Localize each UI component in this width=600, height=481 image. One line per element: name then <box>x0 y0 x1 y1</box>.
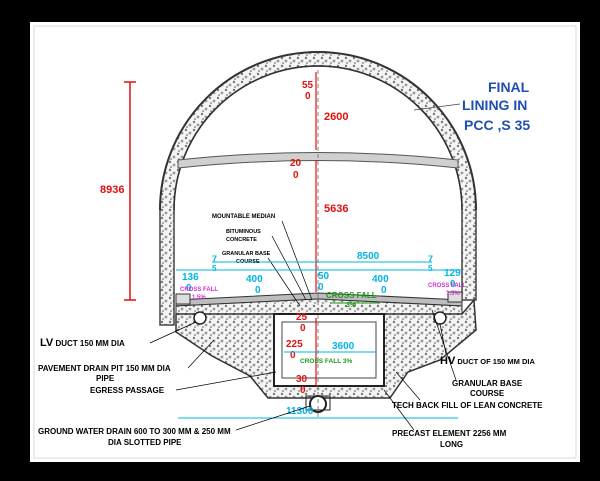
leader-egress <box>175 371 277 391</box>
final-lining-label-3: PCC ,S 35 <box>464 117 530 133</box>
dim-center-50: 50 <box>318 271 330 282</box>
dim-mid-20: 20 <box>290 158 302 169</box>
granular-base-layer <box>175 298 463 315</box>
leader-median <box>281 220 313 301</box>
dim-right-5: 5 <box>428 264 433 273</box>
label-pavement-drain-1: PAVEMENT DRAIN PIT 150 MM DIA <box>38 364 171 373</box>
label-pavement-drain-2: PIPE <box>96 374 115 383</box>
panel-frame <box>33 25 577 459</box>
egress-passage-inner <box>281 321 377 379</box>
dim-11300: 11300 <box>286 406 314 417</box>
left-kerb <box>175 293 191 305</box>
dim-3600: 3600 <box>332 341 355 352</box>
final-lining-label-2: LINING IN <box>462 97 527 113</box>
leader-granular-right <box>431 309 457 381</box>
label-granular-base-right-2: COURSE <box>470 389 505 398</box>
dim-right-129-0: 0 <box>450 279 456 290</box>
dim-center-50-0: 0 <box>318 282 324 293</box>
leader-precast <box>383 389 415 431</box>
final-lining-label-1: FINAL <box>488 79 530 95</box>
dim-25-0: 0 <box>300 323 306 334</box>
leader-pavement-drain <box>187 339 215 369</box>
dim-crown-0: 0 <box>305 91 311 102</box>
dim-30: 30 <box>296 374 308 385</box>
dim-crown-55: 55 <box>302 80 314 91</box>
right-kerb <box>447 291 463 303</box>
label-granular-base-1: GRANULAR BASE <box>222 251 271 257</box>
cross-fall-center: CROSS FALL <box>326 291 377 300</box>
leader-ground-water <box>235 405 311 431</box>
dim-right-400-0: 0 <box>381 285 387 296</box>
label-mountable-median: MOUNTABLE MEDIAN <box>212 214 275 220</box>
dim-225-0: 0 <box>290 350 296 361</box>
lv-duct <box>193 311 207 325</box>
dim-right-129: 129 <box>444 268 461 279</box>
label-egress-passage: EGRESS PASSAGE <box>90 386 165 395</box>
cross-fall-right: CROSS FALL <box>428 283 466 289</box>
label-precast-2: LONG <box>440 440 463 449</box>
cross-fall-left: CROSS FALL <box>180 287 218 293</box>
overall-height-value: 8936 <box>100 184 124 196</box>
dim-left-136: 136 <box>182 272 199 283</box>
lining-extrados <box>159 51 477 211</box>
leader-back-fill <box>395 371 421 401</box>
dim-left-7: 7 <box>212 254 217 264</box>
dim-8500: 8500 <box>357 251 380 262</box>
dim-right-7: 7 <box>428 254 433 264</box>
ceiling-slab <box>177 152 459 169</box>
label-hv-duct: HV DUCT OF 150 MM DIA <box>440 355 535 367</box>
label-granular-base-right-1: GRANULAR BASE <box>452 379 523 388</box>
dim-left-400-0: 0 <box>255 285 261 296</box>
cross-fall-center-value: 3% <box>346 302 357 309</box>
label-tech-back-fill: TECH BACK FILL OF LEAN CONCRETE <box>392 401 543 410</box>
cross-fall-left-value: 1.5% <box>192 295 206 301</box>
label-ground-water-2: DIA SLOTTED PIPE <box>108 438 182 447</box>
leader-hv <box>439 323 447 355</box>
leader-final-lining <box>413 103 461 111</box>
label-lv-duct: LV DUCT 150 MM DIA <box>40 337 125 349</box>
dim-5636: 5636 <box>324 203 348 215</box>
dim-right-400: 400 <box>372 274 389 285</box>
cross-fall-right-value: 1.5% <box>446 291 460 297</box>
dim-25: 25 <box>296 312 308 323</box>
hv-duct <box>433 311 447 325</box>
leader-granular <box>267 257 301 307</box>
label-ground-water-1: GROUND WATER DRAIN 600 TO 300 MM & 250 M… <box>38 427 231 436</box>
label-bituminous-2: CONCRETE <box>226 237 257 243</box>
leader-lv <box>149 321 197 344</box>
cross-fall-drain: CROSS FALL 3% <box>300 358 352 365</box>
dim-left-5: 5 <box>212 264 217 273</box>
label-precast-1: PRECAST ELEMENT 2256 MM <box>392 429 507 438</box>
leader-bituminous <box>271 235 307 301</box>
lining-intrados <box>173 65 463 211</box>
dim-left-136-0: 0 <box>186 283 192 294</box>
dim-left-400: 400 <box>246 274 263 285</box>
label-bituminous-1: BITUMINOUS <box>226 229 261 235</box>
dim-30-0: 0 <box>300 385 306 396</box>
dim-2600: 2600 <box>324 111 348 123</box>
dim-mid-0: 0 <box>293 170 299 181</box>
dim-225: 225 <box>286 339 303 350</box>
